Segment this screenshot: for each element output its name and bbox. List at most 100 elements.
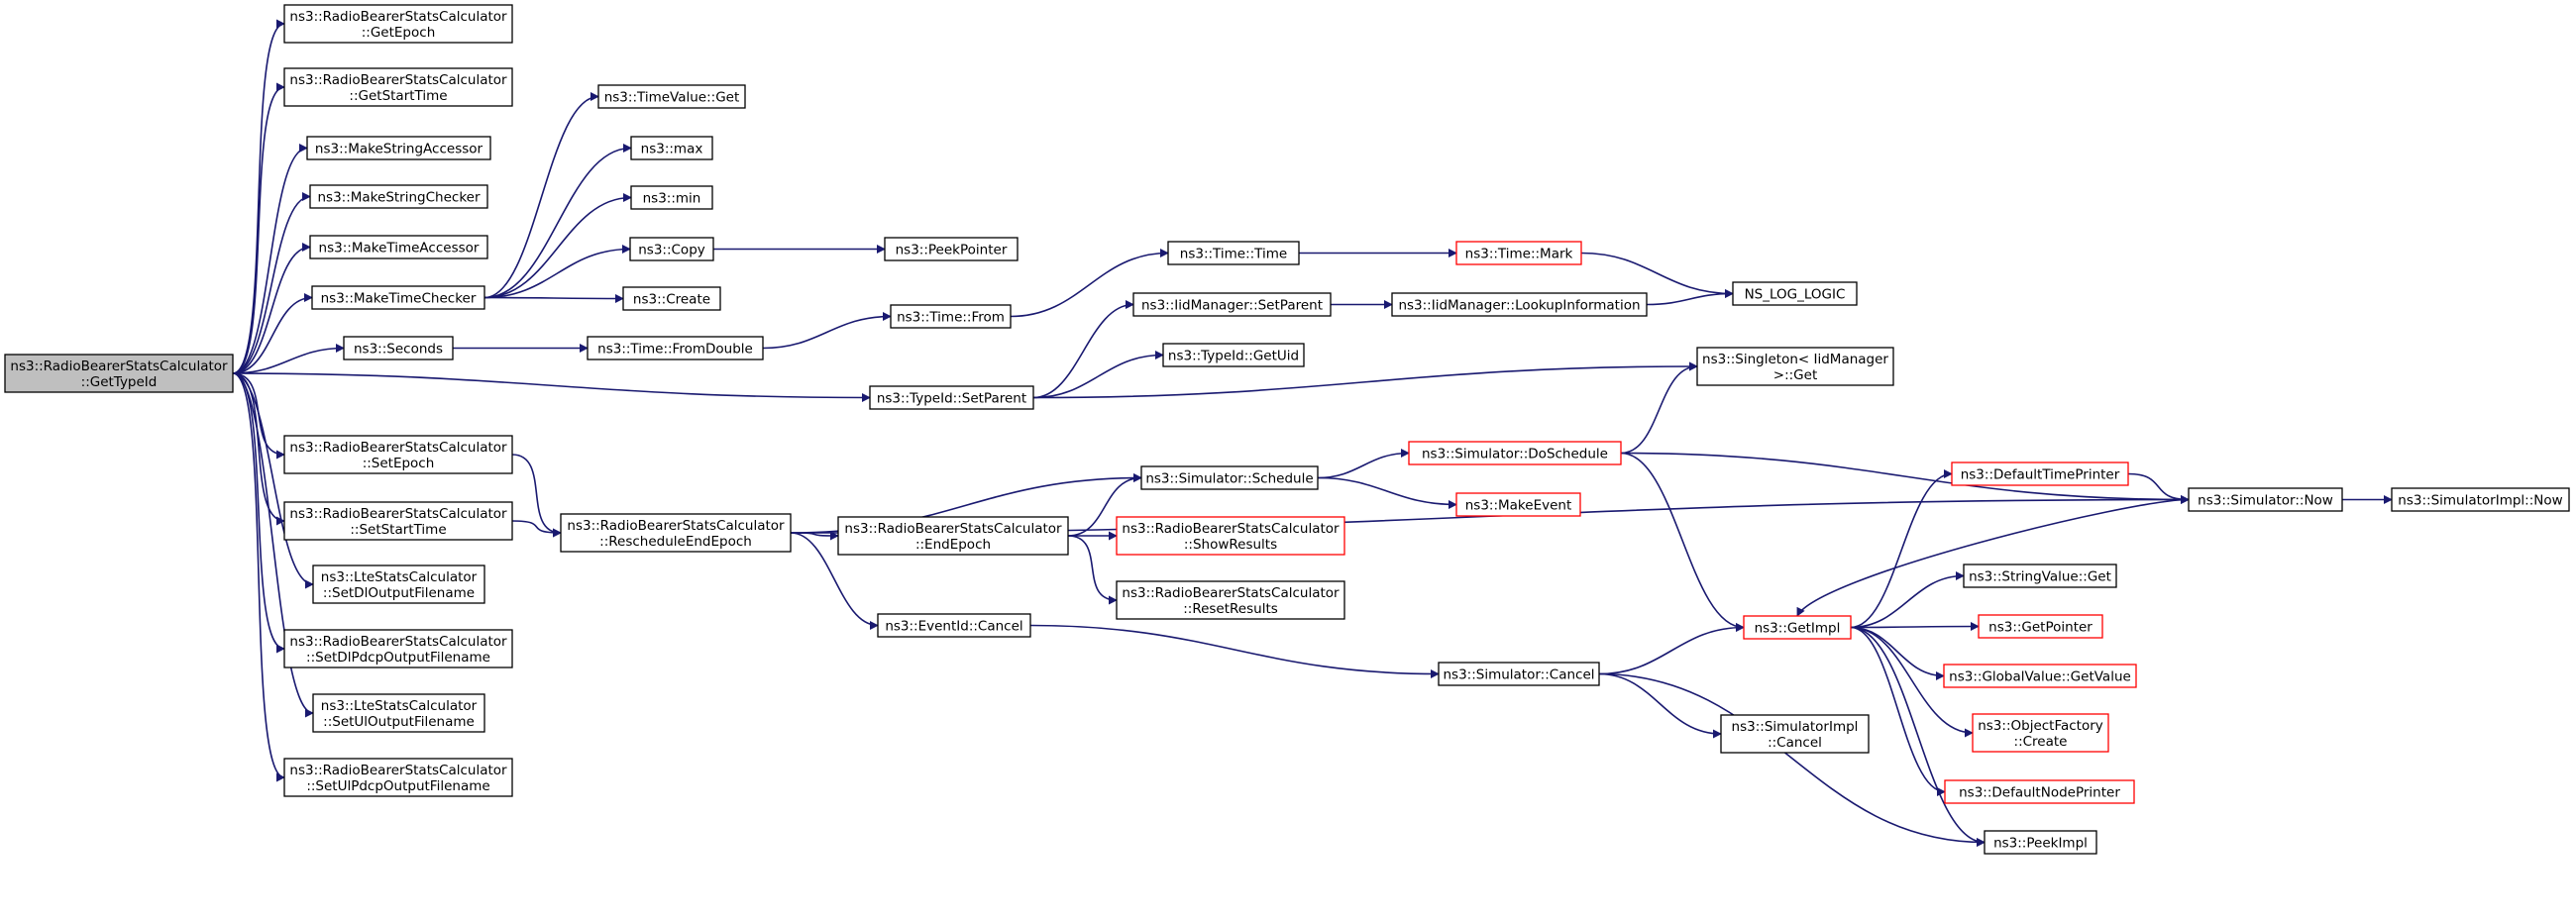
node-label: ns3::PeekImpl — [1993, 836, 2088, 852]
node-label: ns3::Simulator::Cancel — [1443, 667, 1594, 683]
node-label: ns3::SimulatorImpl — [1732, 719, 1859, 735]
node-box — [1951, 462, 2129, 486]
node-box — [283, 629, 513, 668]
node-root[interactable]: ns3::RadioBearerStatsCalculator::GetType… — [4, 354, 234, 393]
node-doSchedule[interactable]: ns3::Simulator::DoSchedule — [1408, 441, 1622, 465]
node-box — [622, 286, 721, 311]
node-seconds[interactable]: ns3::Seconds — [343, 336, 454, 360]
node-box — [309, 235, 488, 259]
node-label: ns3::Copy — [638, 243, 705, 258]
edge-endEpoch-to-simSchedule — [1067, 473, 1142, 537]
node-setDlPdcp[interactable]: ns3::RadioBearerStatsCalculator::SetDlPd… — [283, 629, 513, 668]
node-label: ::SetDlOutputFilename — [323, 585, 475, 601]
node-setStartTime[interactable]: ns3::RadioBearerStatsCalculator::SetStar… — [283, 501, 513, 541]
node-simNow[interactable]: ns3::Simulator::Now — [2188, 487, 2343, 512]
node-timeFrom[interactable]: ns3::Time::From — [890, 304, 1012, 329]
node-makeStringAccessor[interactable]: ns3::MakeStringAccessor — [306, 136, 491, 160]
node-typeIdSetParent[interactable]: ns3::TypeId::SetParent — [869, 385, 1034, 410]
node-makeEvent[interactable]: ns3::MakeEvent — [1455, 492, 1581, 517]
node-timeFromDouble[interactable]: ns3::Time::FromDouble — [587, 336, 764, 360]
edge-simCancel-to-getImpl — [1598, 623, 1745, 675]
node-simCancel[interactable]: ns3::Simulator::Cancel — [1438, 662, 1600, 686]
node-getStartTime[interactable]: ns3::RadioBearerStatsCalculator::GetStar… — [283, 67, 513, 107]
node-setEpoch[interactable]: ns3::RadioBearerStatsCalculator::SetEpoc… — [283, 435, 513, 474]
edge-doSchedule-to-singletonGet — [1620, 361, 1698, 455]
node-label: ::ShowResults — [1184, 537, 1277, 553]
edge-simSchedule-to-makeEvent — [1317, 476, 1457, 509]
node-typeIdGetUid[interactable]: ns3::TypeId::GetUid — [1162, 343, 1305, 367]
node-makeStringChecker[interactable]: ns3::MakeStringChecker — [309, 184, 488, 209]
node-label: ::RescheduleEndEpoch — [599, 534, 752, 550]
node-timeMark[interactable]: ns3::Time::Mark — [1455, 241, 1582, 265]
node-box — [1140, 465, 1319, 490]
node-box — [1984, 830, 2097, 855]
edge-setEpoch-to-reschedule — [511, 454, 562, 538]
node-simImplCancel[interactable]: ns3::SimulatorImpl::Cancel — [1720, 714, 1870, 754]
node-stringValueGet[interactable]: ns3::StringValue::Get — [1963, 564, 2117, 588]
node-box — [1943, 664, 2137, 688]
node-nsLogLogic[interactable]: NS_LOG_LOGIC — [1732, 281, 1858, 306]
node-showResults[interactable]: ns3::RadioBearerStatsCalculator::ShowRes… — [1116, 516, 1345, 556]
node-setUlPdcp[interactable]: ns3::RadioBearerStatsCalculator::SetUlPd… — [283, 758, 513, 797]
edge-doSchedule-to-simNow — [1620, 452, 2190, 504]
node-label: ::SetDlPdcpOutputFilename — [306, 650, 490, 666]
node-iidLookup[interactable]: ns3::IidManager::LookupInformation — [1391, 292, 1648, 317]
node-simSchedule[interactable]: ns3::Simulator::Schedule — [1140, 465, 1319, 490]
node-label: ns3::SimulatorImpl::Now — [2398, 493, 2562, 509]
node-simImplNow[interactable]: ns3::SimulatorImpl::Now — [2391, 487, 2570, 512]
node-label: ns3::Simulator::Now — [2198, 493, 2333, 509]
node-makeTimeAccessor[interactable]: ns3::MakeTimeAccessor — [309, 235, 488, 259]
node-label: ns3::RadioBearerStatsCalculator — [1122, 521, 1340, 537]
node-create[interactable]: ns3::Create — [622, 286, 721, 311]
node-makeTimeChecker[interactable]: ns3::MakeTimeChecker — [311, 285, 485, 310]
node-eventCancel[interactable]: ns3::EventId::Cancel — [877, 613, 1031, 638]
node-label: ns3::RadioBearerStatsCalculator — [567, 518, 785, 534]
node-objectFactoryCreate[interactable]: ns3::ObjectFactory::Create — [1972, 713, 2109, 753]
node-lteSetUl[interactable]: ns3::LteStatsCalculator::SetUlOutputFile… — [312, 693, 485, 733]
node-box — [309, 184, 488, 209]
node-label: ::GetTypeId — [81, 374, 158, 390]
node-label: ns3::DefaultTimePrinter — [1961, 467, 2120, 483]
edge-getImpl-to-getPointer — [1850, 622, 1980, 632]
node-min[interactable]: ns3::min — [630, 185, 713, 210]
node-globalValueGet[interactable]: ns3::GlobalValue::GetValue — [1943, 664, 2137, 688]
node-label: ::GetEpoch — [362, 25, 436, 41]
node-defaultNodePrinter[interactable]: ns3::DefaultNodePrinter — [1944, 779, 2135, 804]
node-defaultTimePrinter[interactable]: ns3::DefaultTimePrinter — [1951, 462, 2129, 486]
call-nodes: ns3::RadioBearerStatsCalculator::GetType… — [4, 4, 2570, 855]
edge-root-to-makeStringChecker — [232, 192, 311, 374]
node-singletonGet[interactable]: ns3::Singleton< IidManager>::Get — [1696, 347, 1894, 386]
node-box — [1438, 662, 1600, 686]
edge-eventCancel-to-simCancel — [1029, 624, 1440, 678]
node-peekPointer[interactable]: ns3::PeekPointer — [884, 237, 1019, 261]
node-lteSetDl[interactable]: ns3::LteStatsCalculator::SetDlOutputFile… — [312, 564, 485, 604]
node-reschedule[interactable]: ns3::RadioBearerStatsCalculator::Resched… — [560, 513, 792, 553]
node-iidSetParent[interactable]: ns3::IidManager::SetParent — [1132, 292, 1332, 317]
node-max[interactable]: ns3::max — [630, 136, 713, 160]
node-endEpoch[interactable]: ns3::RadioBearerStatsCalculator::EndEpoc… — [837, 516, 1069, 556]
node-label: ns3::Time::FromDouble — [597, 342, 753, 358]
node-box — [283, 501, 513, 541]
node-box — [884, 237, 1019, 261]
node-box — [560, 513, 792, 553]
edge-root-to-typeIdSetParent — [232, 372, 871, 402]
node-getImpl[interactable]: ns3::GetImpl — [1743, 615, 1852, 640]
node-label: ns3::MakeTimeAccessor — [319, 241, 480, 256]
node-timeValueGet[interactable]: ns3::TimeValue::Get — [597, 84, 746, 109]
edge-typeIdSetParent-to-singletonGet — [1032, 361, 1698, 399]
node-peekImpl[interactable]: ns3::PeekImpl — [1984, 830, 2097, 855]
edge-typeIdSetParent-to-iidSetParent — [1032, 300, 1134, 399]
node-resetResults[interactable]: ns3::RadioBearerStatsCalculator::ResetRe… — [1116, 580, 1345, 620]
node-box — [1455, 492, 1581, 517]
node-getEpoch[interactable]: ns3::RadioBearerStatsCalculator::GetEpoc… — [283, 4, 513, 44]
node-getPointer[interactable]: ns3::GetPointer — [1978, 614, 2103, 639]
node-box — [1116, 580, 1345, 620]
node-label: ns3::TypeId::GetUid — [1168, 349, 1299, 364]
edge-defaultTimePrinter-to-simNow — [2127, 472, 2190, 504]
node-copy[interactable]: ns3::Copy — [629, 237, 714, 261]
node-label: ns3::GetPointer — [1988, 620, 2093, 636]
node-box — [587, 336, 764, 360]
node-timeTime[interactable]: ns3::Time::Time — [1167, 241, 1300, 265]
node-label: ns3::Singleton< IidManager — [1702, 352, 1888, 367]
